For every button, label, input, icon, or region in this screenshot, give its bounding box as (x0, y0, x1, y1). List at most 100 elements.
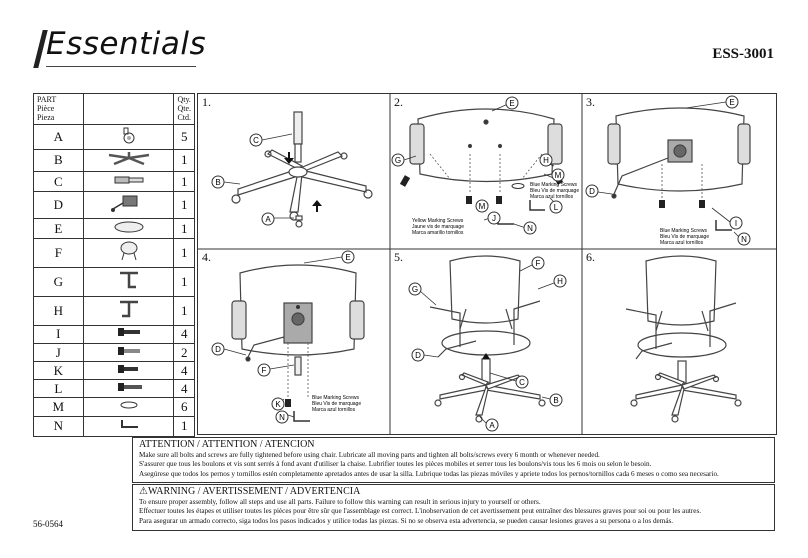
callout-n: N (279, 413, 285, 422)
part-letter: D (34, 191, 84, 219)
blue-screws-es: Marca azul tornillos (312, 407, 356, 413)
blue-screws-fr: Bleu Vis de marquage (660, 234, 709, 240)
logo-underline (46, 66, 196, 67)
step-6-number: 6. (586, 250, 595, 264)
callout-l: L (554, 203, 559, 212)
part-letter: K (34, 361, 84, 381)
part-letter: L (34, 379, 84, 399)
step-5-illustration: F G H D C B A (408, 255, 567, 432)
step-4-number: 4. (202, 250, 211, 264)
step-6-illustration (625, 255, 742, 423)
step-2-panel: 2. (390, 94, 582, 249)
blue-screws-en: Blue Marking Screws (660, 228, 707, 234)
qty-header: Qty. Qte. Ctd. (173, 94, 194, 125)
yellow-screws-fr: Jaune vis de marquage (412, 224, 464, 230)
part-qty: 1 (173, 218, 194, 240)
step-5-panel: 5. (390, 249, 582, 434)
callout-f: F (536, 259, 541, 268)
attention-notice: ATTENTION / ATTENTION / ATENCION Make su… (132, 437, 775, 483)
callout-j: J (492, 214, 496, 223)
attention-line-en: Make sure all bolts and screws are fully… (139, 451, 600, 459)
part-qty: 5 (173, 124, 194, 150)
part-qty: 1 (173, 267, 194, 297)
callout-m: M (479, 202, 486, 211)
brand-name: Essentials (46, 26, 207, 62)
part-letter: B (34, 149, 84, 173)
callout-i: I (735, 219, 737, 228)
part-qty: 1 (173, 149, 194, 173)
part-header-fr: Pièce (37, 104, 55, 113)
warning-title-row: ⚠WARNING / AVERTISSEMENT / ADVERTENCIA (139, 486, 768, 498)
blue-screws-es: Marca azul tornillos (660, 240, 704, 246)
bolt-i-icon (83, 325, 175, 344)
bolt-j-icon (83, 343, 175, 363)
warning-icon: ⚠ (139, 486, 148, 497)
callout-b: B (215, 178, 220, 187)
step-4-panel: 4. (198, 249, 390, 434)
step-4-illustration: E D F K N Blue Marking Screws Bleu Vis d… (211, 250, 365, 424)
blue-screws-fr: Bleu Vis de marquage (312, 401, 361, 407)
assembly-steps: 1. (197, 93, 777, 435)
part-letter: E (34, 218, 84, 240)
part-qty: 6 (173, 397, 194, 417)
attention-title: ATTENTION / ATTENTION / ATENCION (139, 439, 315, 450)
attention-line-fr: S'assurer que tous les boulons et vis so… (139, 460, 652, 469)
warning-line-en: To ensure proper assembly, follow all st… (139, 498, 541, 506)
part-letter: I (34, 325, 84, 344)
step-2-number: 2. (394, 95, 403, 109)
blue-screws-en: Blue Marking Screws (312, 395, 359, 401)
part-qty: 4 (173, 379, 194, 399)
step-5-number: 5. (394, 250, 403, 264)
callout-n: N (741, 235, 747, 244)
left-armrest-icon (83, 267, 175, 297)
base-icon (83, 149, 175, 173)
qty-header-fr: Qte. (177, 104, 191, 113)
callout-e: E (509, 99, 514, 108)
callout-a: A (265, 215, 271, 224)
part-letter: N (34, 416, 84, 436)
callout-b: B (553, 396, 558, 405)
part-qty: 4 (173, 361, 194, 381)
allen-key-icon (83, 416, 175, 436)
blue-screws-fr: Bleu Vis de marquage (530, 188, 579, 194)
warning-line-es: Para asegurar un armado correcto, siga t… (139, 516, 674, 525)
warning-line-fr: Effectuer toutes les étapes et utiliser … (139, 507, 702, 516)
warning-notice: ⚠WARNING / AVERTISSEMENT / ADVERTENCIA T… (132, 484, 775, 531)
steps-grid-lines (198, 94, 776, 434)
callout-c: C (519, 378, 525, 387)
part-letter: H (34, 296, 84, 326)
callout-e: E (729, 98, 734, 107)
callout-c: C (253, 136, 259, 145)
caster-icon (83, 124, 175, 150)
part-letter: G (34, 267, 84, 297)
warning-title: WARNING / AVERTISSEMENT / ADVERTENCIA (147, 486, 361, 497)
qty-header-en: Qty. (177, 95, 191, 104)
step-6-panel: 6. (582, 249, 776, 434)
callout-k: K (275, 400, 281, 409)
part-header: PART Pièce Pieza (34, 94, 84, 125)
step-3-panel: 3. (582, 94, 776, 249)
bolt-l-icon (83, 379, 175, 399)
gas-lift-icon (83, 171, 175, 193)
callout-g: G (412, 285, 418, 294)
callout-d: D (215, 345, 221, 354)
right-armrest-icon (83, 296, 175, 326)
step-2-illustration: E G H M M L J N Blue Marking Screws Bleu… (391, 96, 579, 236)
callout-d: D (415, 351, 421, 360)
attention-line-es: Asegúrese que todos los pernos y tornill… (139, 469, 719, 478)
part-letter: A (34, 124, 84, 150)
step-1-panel: 1. (198, 94, 390, 249)
document-code: 56-0564 (33, 519, 63, 529)
